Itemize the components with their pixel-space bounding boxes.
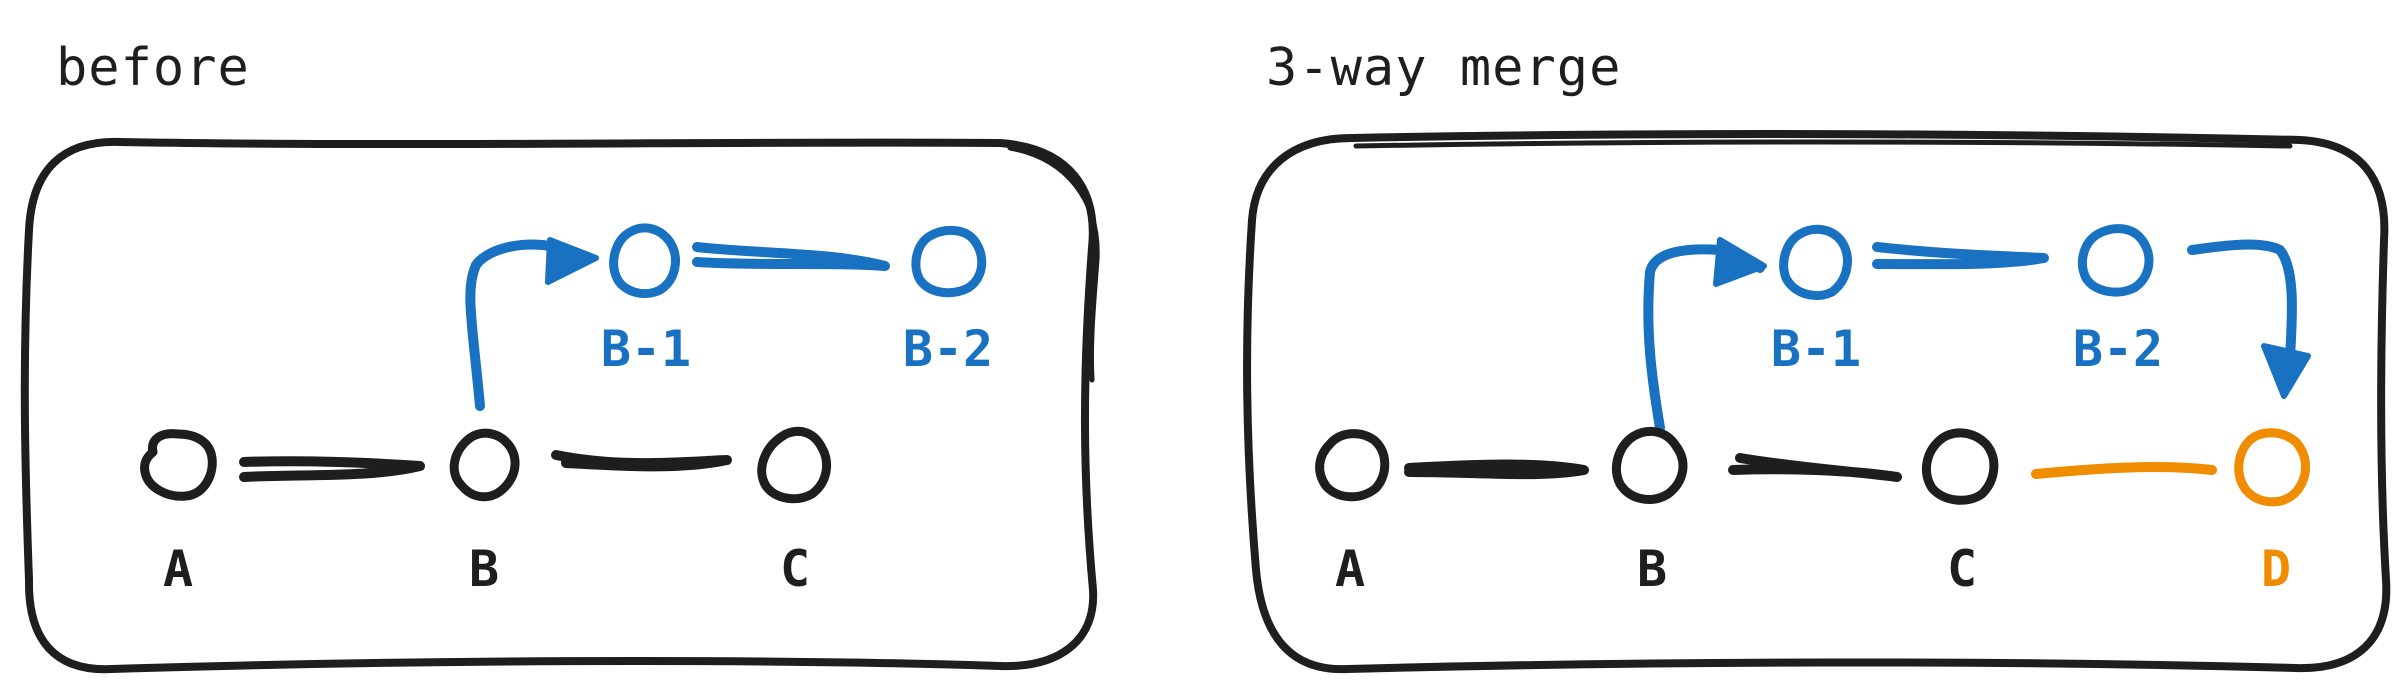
arrowhead-B1 bbox=[545, 237, 599, 285]
edge-B-C bbox=[1728, 453, 1902, 482]
panel-title-before: before bbox=[56, 38, 250, 98]
panel-frame-before bbox=[20, 137, 1098, 674]
node-B2 bbox=[2078, 224, 2154, 297]
node-A bbox=[140, 429, 217, 501]
node-label-B: B bbox=[1637, 540, 1667, 598]
node-B1 bbox=[609, 223, 680, 298]
node-B1 bbox=[1779, 224, 1852, 300]
panel-title-merge: 3-way merge bbox=[1266, 38, 1622, 98]
edge-B1-B2 bbox=[1872, 242, 2049, 270]
edge-B-B1-arrow bbox=[465, 239, 595, 411]
edge-C-D bbox=[2031, 462, 2217, 479]
node-label-C: C bbox=[1947, 540, 1977, 598]
node-B2 bbox=[911, 226, 987, 298]
arrowhead-B1 bbox=[1713, 237, 1767, 287]
node-A bbox=[1315, 429, 1390, 502]
edge-B-C bbox=[551, 450, 732, 472]
node-label-B2: B-2 bbox=[903, 320, 993, 378]
panel-frame-merge-echo bbox=[1353, 139, 2293, 149]
node-B bbox=[1612, 426, 1688, 504]
node-label-C: C bbox=[780, 540, 810, 598]
node-D bbox=[2234, 428, 2310, 507]
edge-A-B bbox=[239, 456, 425, 482]
node-B bbox=[449, 428, 520, 502]
node-label-A: A bbox=[163, 540, 193, 598]
panel-frame-merge bbox=[1243, 130, 2391, 674]
edge-B1-B2 bbox=[692, 242, 890, 271]
node-label-B1: B-1 bbox=[601, 320, 691, 378]
node-label-A: A bbox=[1335, 540, 1365, 598]
node-label-B: B bbox=[469, 540, 499, 598]
node-C bbox=[757, 426, 832, 504]
node-label-B2: B-2 bbox=[2073, 320, 2163, 378]
panel-frame-before-echo bbox=[1007, 145, 1100, 383]
arrowhead-D bbox=[2261, 343, 2311, 399]
edge-B-B1-arrow bbox=[1643, 244, 1765, 433]
edge-B2-D-arrow bbox=[2187, 239, 2297, 363]
edge-A-B bbox=[1404, 459, 1589, 480]
node-label-B1: B-1 bbox=[1771, 320, 1861, 378]
node-label-D: D bbox=[2261, 540, 2291, 598]
node-C bbox=[1921, 428, 1999, 505]
